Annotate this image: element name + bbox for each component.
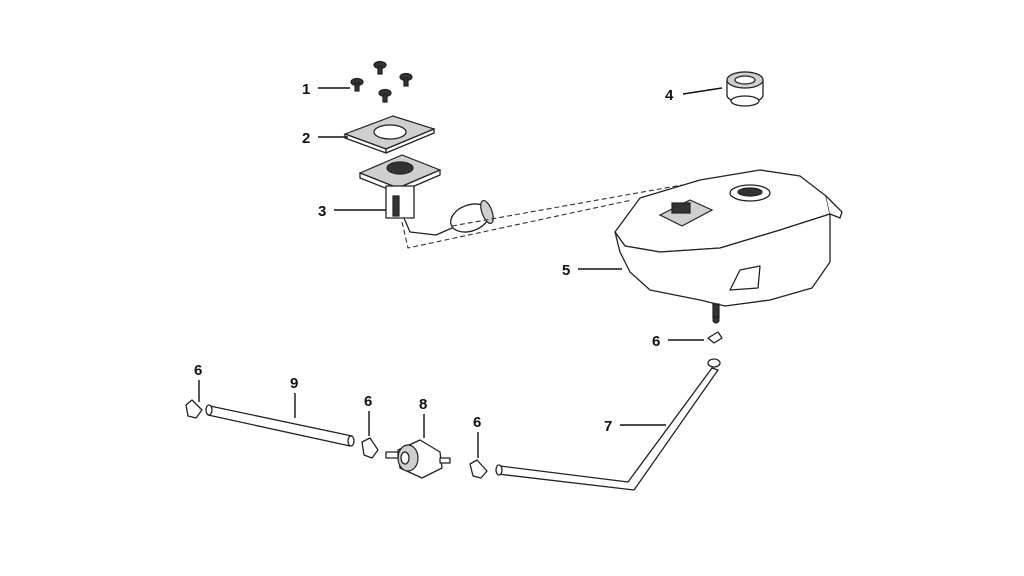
callout-label-clamp-right: 6: [473, 414, 481, 431]
clamp-tank: [707, 331, 723, 344]
callout-label-fuel-sender: 3: [318, 203, 326, 220]
callout-label-fuel-hose-short: 9: [290, 375, 298, 392]
assembly-guide-line: [451, 184, 683, 227]
callout-label-fuel-cap: 4: [665, 87, 674, 104]
clamp-left: [185, 399, 203, 419]
callout-label-fuel-tank: 5: [562, 262, 570, 279]
callout-label-clamp-mid: 6: [364, 393, 372, 410]
callout-label-clamp-left: 6: [194, 362, 202, 379]
screw: [373, 60, 387, 75]
assembly-guide-line: [401, 199, 633, 249]
screw: [378, 88, 392, 103]
fuel-hose-short: [205, 404, 355, 447]
callout-label-fuel-hose-long: 7: [604, 418, 612, 435]
fuel-hose-long: [495, 358, 721, 491]
clamp-mid: [361, 437, 379, 459]
clamp-right: [469, 459, 488, 479]
float: [450, 199, 494, 233]
callout-label-clamp-tank: 6: [652, 333, 660, 350]
callout-label-fuel-filter: 8: [419, 396, 427, 413]
fuel-sender: [358, 154, 494, 236]
screw: [399, 72, 413, 87]
fuel-tank: [614, 169, 843, 324]
fuel-cap: [726, 71, 764, 107]
fuel-filter: [385, 439, 451, 479]
screws: [350, 60, 413, 103]
callout-label-gasket-plate: 2: [302, 130, 310, 147]
screw: [350, 77, 364, 92]
callout-label-screws: 1: [302, 81, 310, 98]
leader-line: [682, 87, 723, 95]
gasket-plate: [343, 115, 436, 154]
